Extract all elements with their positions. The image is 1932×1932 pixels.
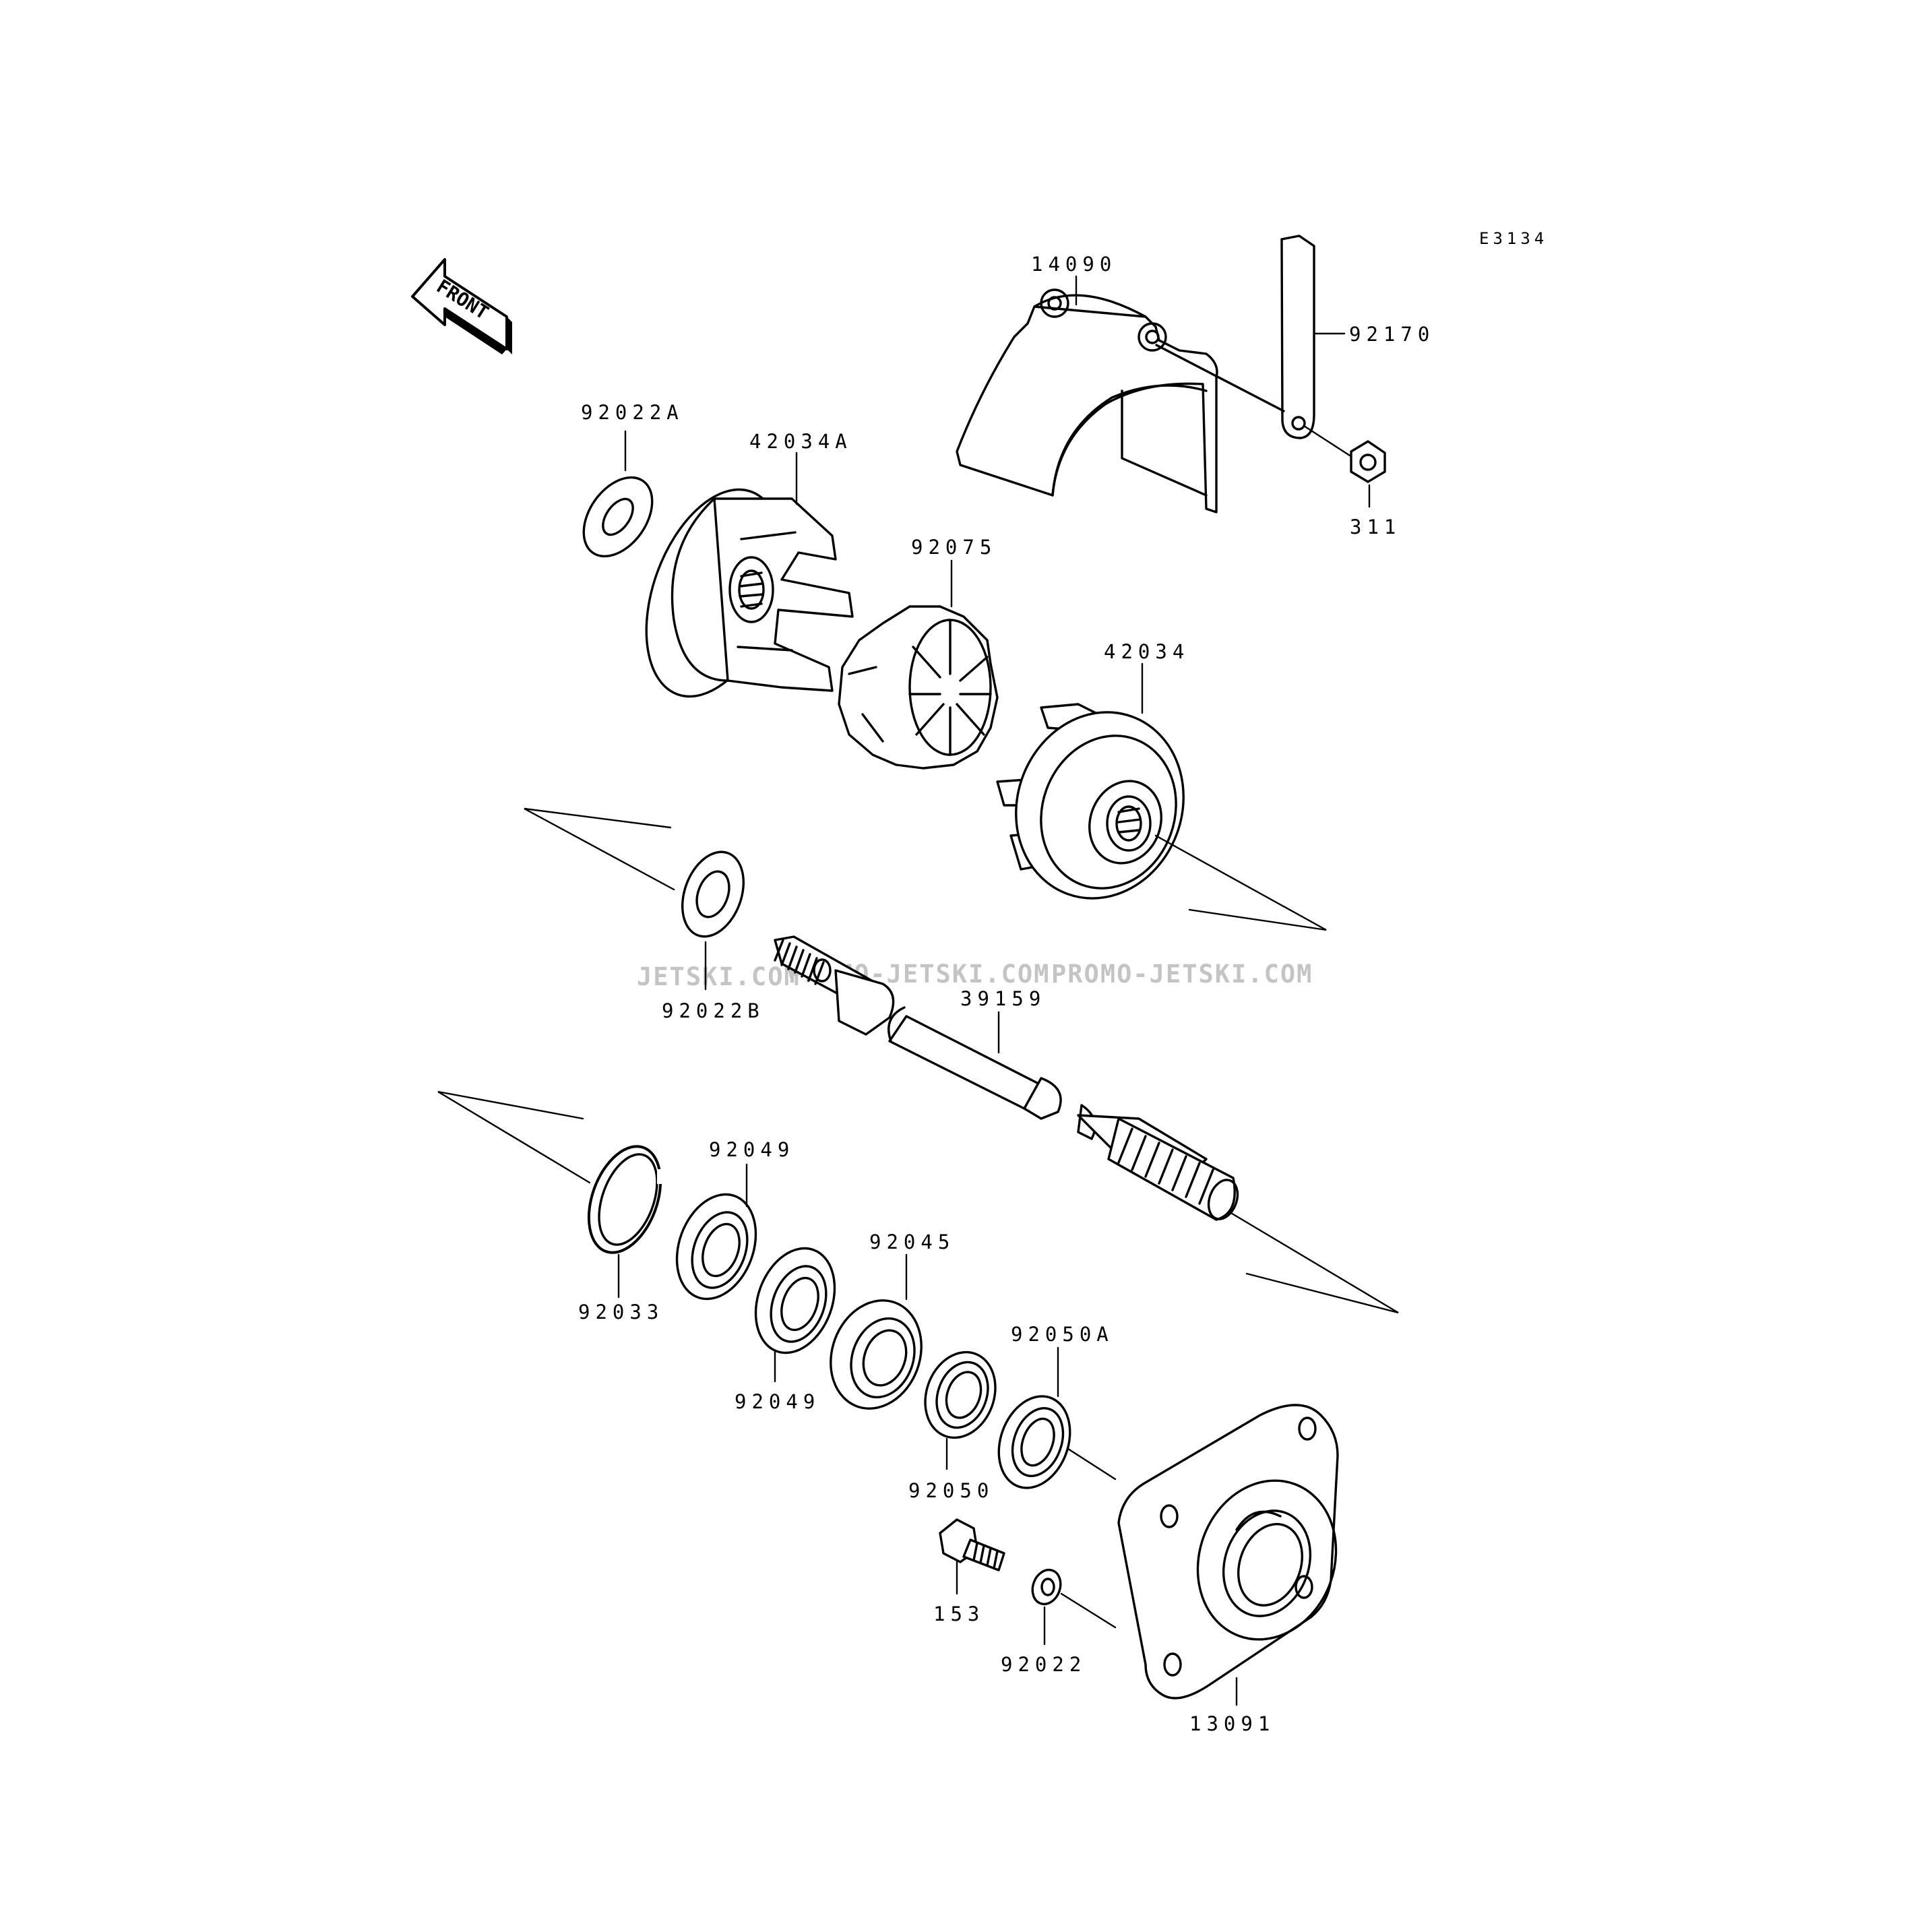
part-92045-bearing (830, 1299, 923, 1410)
part-13091-housing (1117, 1404, 1339, 1700)
label-92022b: 92022B (662, 999, 765, 1022)
label-92049-bottom: 92049 (735, 1390, 820, 1413)
part-92075-damper (838, 605, 999, 770)
part-311-nut (1303, 425, 1386, 483)
label-153: 153 (933, 1602, 985, 1625)
label-92075: 92075 (911, 536, 997, 559)
label-39159: 39159 (960, 987, 1046, 1010)
part-92049-top-bearing (675, 1193, 757, 1301)
part-153-bolt (939, 1518, 1005, 1571)
part-92022b-washer (681, 850, 745, 938)
label-42034: 42034 (1104, 640, 1189, 663)
label-92050a: 92050A (1011, 1323, 1114, 1346)
label-92022: 92022 (1001, 1653, 1086, 1676)
label-13091: 13091 (1189, 1712, 1275, 1735)
part-92049-bottom-bearing (754, 1247, 836, 1354)
part-92022-washer (1031, 1568, 1117, 1629)
label-92049-top: 92049 (709, 1138, 794, 1161)
part-42034-coupling (996, 703, 1185, 900)
label-14090: 14090 (1031, 253, 1117, 276)
label-311: 311 (1350, 516, 1401, 538)
assembly-guide-lines (437, 807, 1399, 1314)
watermark-1: JETSKI.COM (637, 962, 801, 991)
diagram-code: E3134 (1479, 229, 1548, 248)
part-92050-seal (924, 1350, 997, 1439)
front-arrow-icon: FRONT (411, 258, 512, 354)
part-14090-cover (956, 288, 1218, 513)
part-92170-strap (1155, 235, 1315, 439)
label-92045: 92045 (869, 1230, 955, 1253)
part-39159-shaft (774, 935, 1239, 1221)
part-92033-circlip (587, 1145, 665, 1254)
part-92050a-seal (997, 1395, 1117, 1489)
watermark-3: PROMO-JETSKI.COM (1051, 960, 1313, 989)
part-42034a-coupling (645, 488, 854, 698)
label-92022a: 92022A (581, 401, 684, 424)
label-92170: 92170 (1349, 323, 1435, 346)
label-92050: 92050 (908, 1479, 994, 1502)
label-92033: 92033 (578, 1301, 664, 1323)
label-42034a: 42034A (749, 430, 852, 453)
part-92022a-washer (582, 476, 654, 558)
